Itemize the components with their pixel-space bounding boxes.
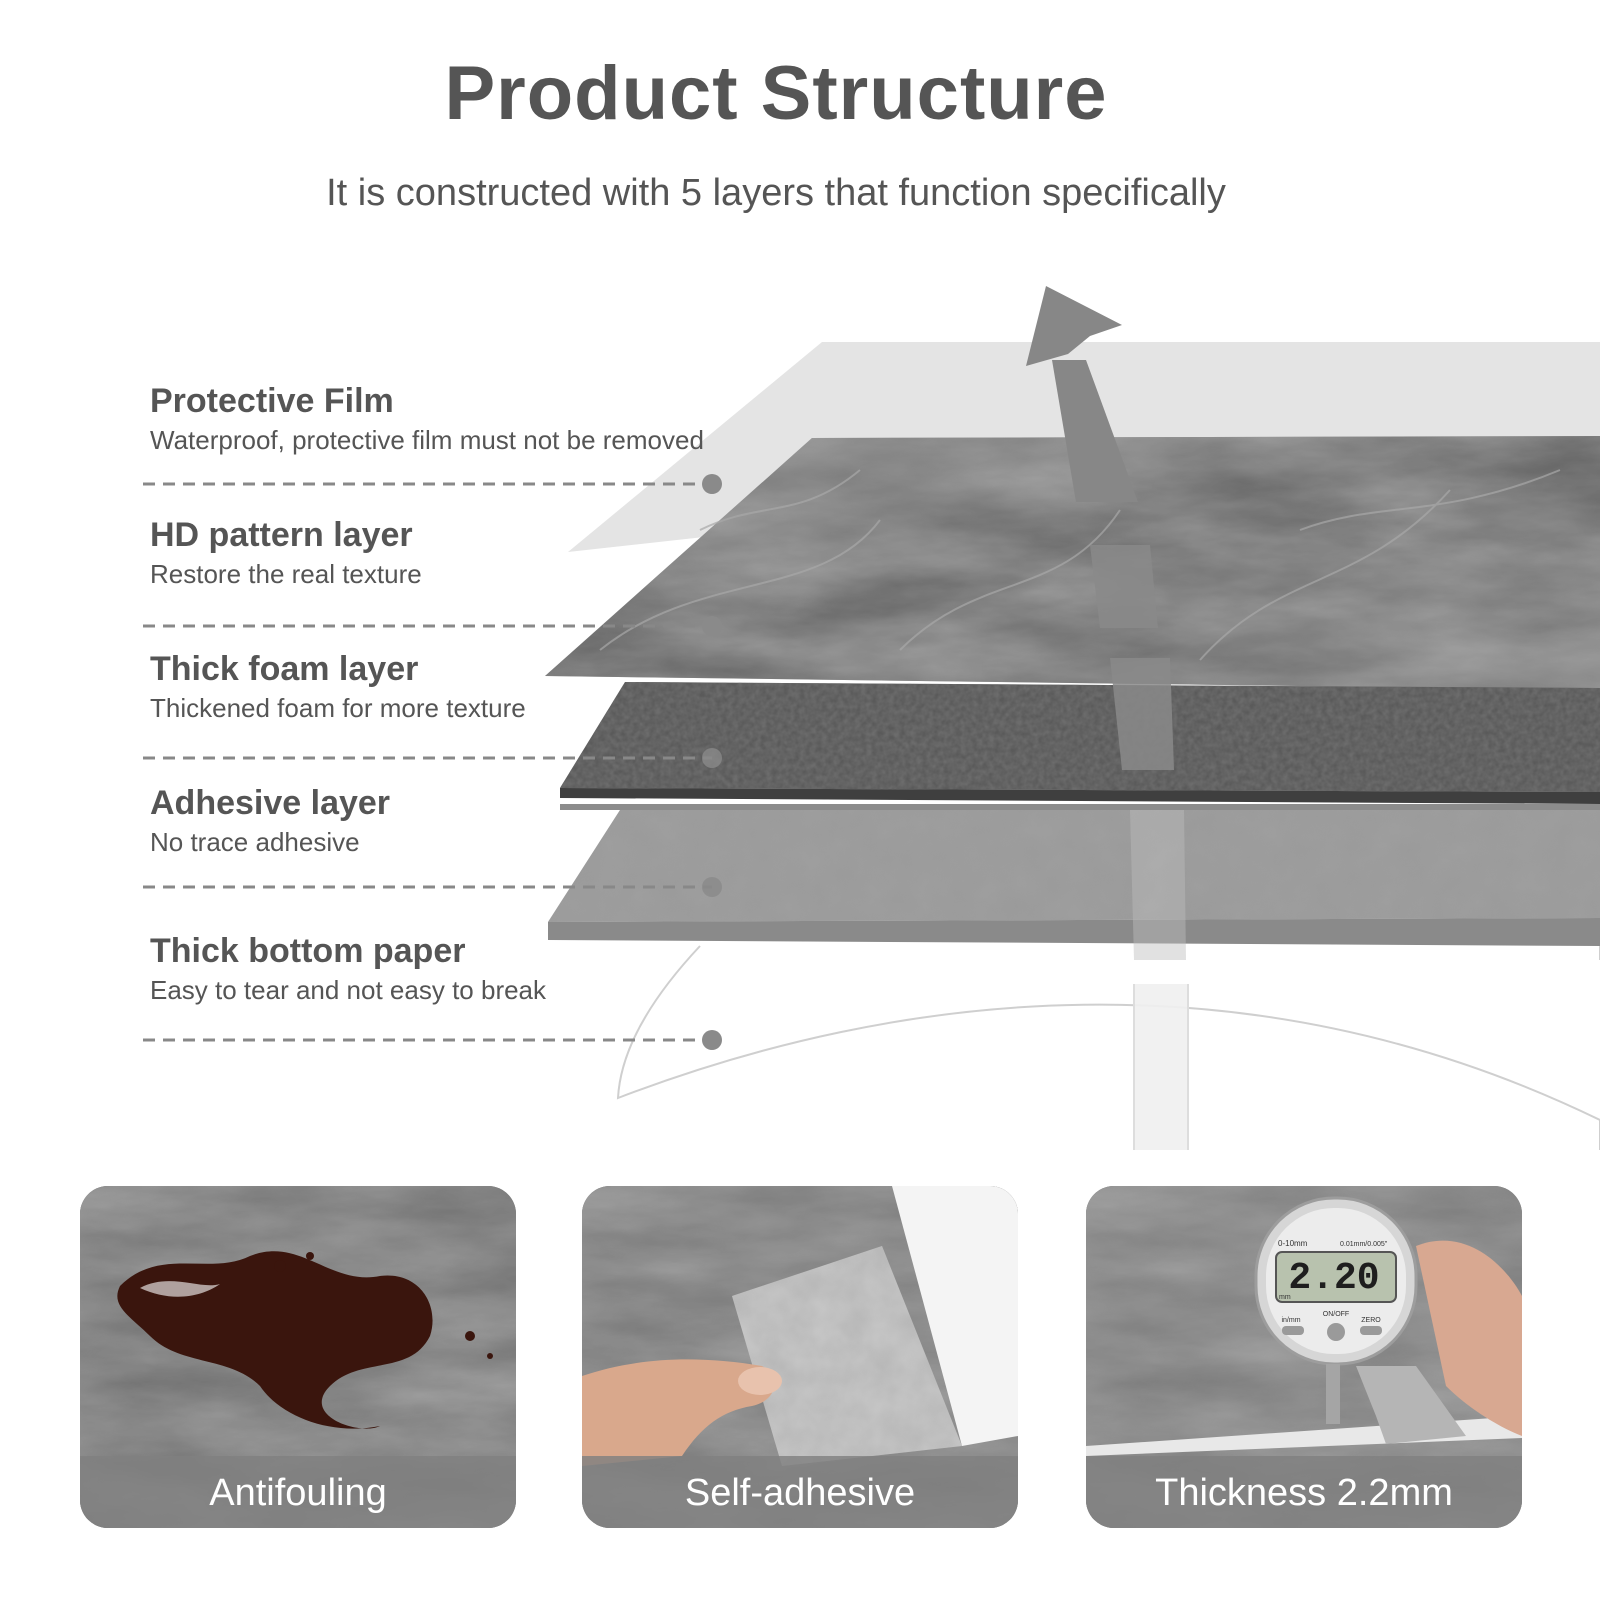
backing-paper [892,1186,1018,1446]
gauge-range-label: 0-10mm [1278,1239,1308,1248]
bottom-paper-sheet [616,945,1600,1150]
leader-dot [702,616,722,636]
feature-card-thickness: 2.20 0-10mm 0.01mm/0.005" mm in/mm ON/OF… [1086,1186,1522,1528]
gauge-unit-label: mm [1279,1294,1291,1301]
layer-name: HD pattern layer [150,516,413,554]
gauge-button-label-onoff: ON/OFF [1323,1311,1349,1318]
feature-label: Self-adhesive [582,1456,1018,1528]
page-subtitle: It is constructed with 5 layers that fun… [326,172,1226,214]
layer-diagram: Protective Film Waterproof, protective f… [0,270,1600,1150]
peel-arrow [1026,286,1189,1150]
layer-label-protective-film: Protective Film Waterproof, protective f… [150,382,704,456]
feature-cards: Antifouling Self-adhesive 2.20 0-1 [0,1186,1600,1530]
layer-label-adhesive: Adhesive layer No trace adhesive [150,784,390,858]
layer-description: Restore the real texture [150,559,422,589]
layer-label-bottom-paper: Thick bottom paper Easy to tear and not … [150,932,546,1006]
layer-description: Thickened foam for more texture [150,693,526,723]
layer-label-hd-pattern: HD pattern layer Restore the real textur… [150,516,422,590]
hd-pattern-sheet [545,436,1600,690]
hand [1416,1240,1522,1436]
gauge-button-onoff [1327,1323,1345,1341]
gauge-button-label-zero: ZERO [1361,1317,1381,1324]
leader-dot [702,877,722,897]
gauge-button-inmm [1282,1326,1304,1335]
layer-name: Protective Film [150,382,394,420]
layer-name: Thick foam layer [150,650,419,688]
page-title: Product Structure [444,51,1108,136]
layer-description: Easy to tear and not easy to break [150,975,547,1005]
gauge-reading: 2.20 [1288,1257,1379,1300]
layer-illustration [143,286,1600,1150]
leader-lines [143,482,712,1042]
layer-label-foam: Thick foam layer Thickened foam for more… [150,650,526,724]
feature-label: Thickness 2.2mm [1086,1456,1522,1528]
hand [582,1359,775,1466]
adhesive-sheet [548,804,1600,946]
layer-name: Adhesive layer [150,784,391,822]
feature-label: Antifouling [80,1456,516,1528]
gauge-button-zero [1360,1326,1382,1335]
spill-stain [117,1251,433,1429]
gauge-button-label-inmm: in/mm [1281,1317,1300,1324]
layer-name: Thick bottom paper [150,932,466,970]
thickness-gauge: 2.20 0-10mm 0.01mm/0.005" mm in/mm ON/OF… [1254,1196,1466,1444]
gauge-resolution-label: 0.01mm/0.005" [1340,1241,1388,1248]
gauge-display [1275,1251,1397,1303]
leader-dot [702,474,722,494]
leader-dot [702,1030,722,1050]
layer-description: Waterproof, protective film must not be … [150,425,704,455]
foam-sheet [560,682,1600,804]
feature-card-self-adhesive: Self-adhesive [582,1186,1018,1528]
feature-card-antifouling: Antifouling [80,1186,516,1528]
layer-description: No trace adhesive [150,827,360,857]
leader-dot [702,748,722,768]
